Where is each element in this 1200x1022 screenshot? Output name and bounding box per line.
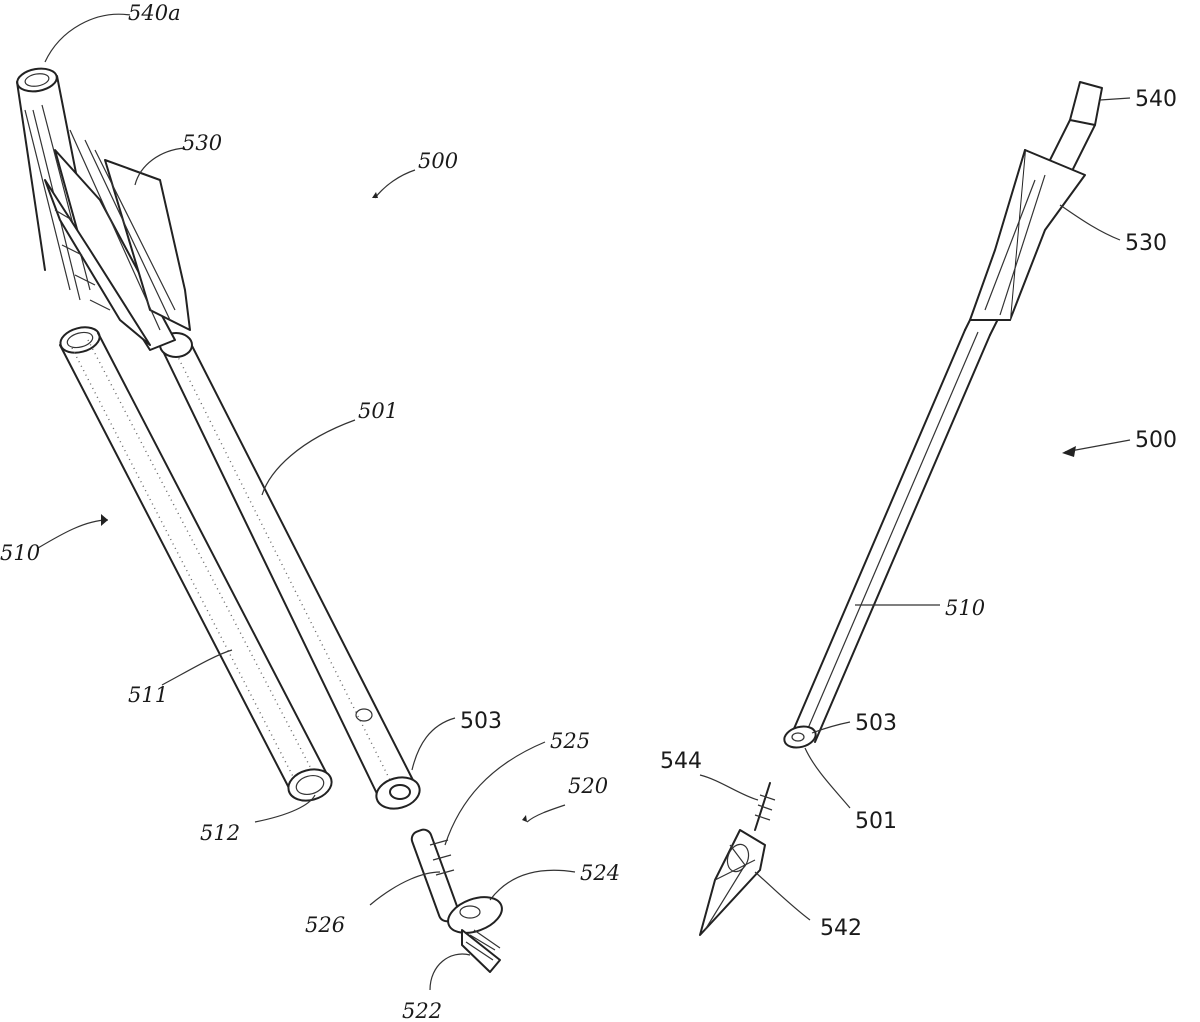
- label-510-left: 510: [0, 541, 40, 565]
- left-fletching-530: [44, 129, 191, 351]
- broadhead-542: [699, 782, 776, 936]
- label-530-left: 530: [182, 131, 222, 155]
- label-540: 540: [1135, 87, 1177, 112]
- label-501-right: 501: [855, 809, 897, 834]
- left-shaft-501: [16, 67, 421, 810]
- label-526: 526: [305, 913, 345, 937]
- label-500-left: 500: [418, 149, 458, 173]
- label-503-right: 503: [855, 711, 897, 736]
- label-540a: 540a: [128, 1, 181, 25]
- label-544: 544: [660, 749, 702, 774]
- label-511: 511: [128, 683, 168, 707]
- insert-520: [410, 828, 503, 973]
- label-501-left: 501: [358, 399, 398, 423]
- label-525: 525: [550, 729, 590, 753]
- label-524: 524: [580, 861, 620, 885]
- label-512: 512: [200, 821, 240, 845]
- label-542: 542: [820, 916, 862, 941]
- right-arrow-500: [783, 81, 1103, 749]
- leader-lines: [37, 13, 1131, 991]
- tube-510: [59, 326, 333, 802]
- label-520: 520: [568, 774, 608, 798]
- label-500-right: 500: [1135, 428, 1177, 453]
- label-522: 522: [402, 999, 442, 1022]
- label-510-right: 510: [945, 596, 985, 620]
- label-503-left: 503: [460, 709, 502, 734]
- label-530-right: 530: [1125, 231, 1167, 256]
